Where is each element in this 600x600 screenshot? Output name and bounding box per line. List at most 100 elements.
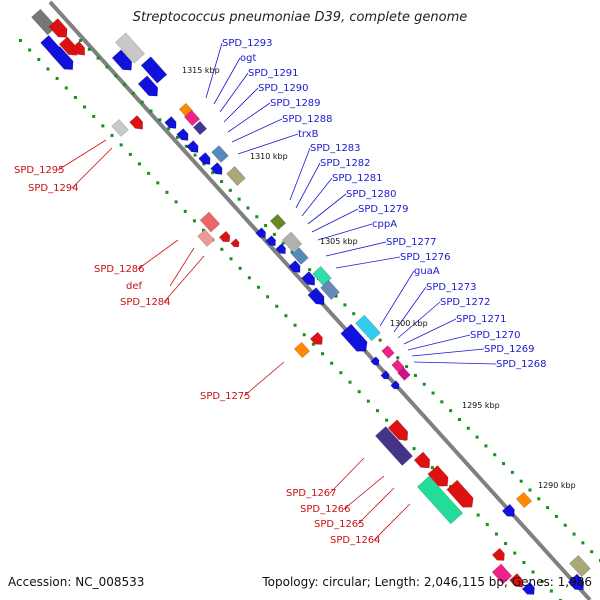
plus-gene-label[interactable]: SPD_1293 (222, 38, 273, 49)
tick-mark (466, 426, 470, 430)
minus-gene-label[interactable]: SPD_1275 (200, 391, 251, 402)
gene-feature[interactable] (192, 120, 208, 136)
gene-feature[interactable] (567, 573, 588, 594)
gene-feature[interactable] (137, 75, 162, 100)
plus-gene-label[interactable]: SPD_1288 (282, 114, 333, 125)
gene-feature[interactable] (230, 238, 242, 250)
gene-feature[interactable] (509, 573, 527, 590)
plus-gene-label[interactable]: SPD_1290 (258, 83, 309, 94)
label-leader (71, 147, 113, 189)
gene-feature[interactable] (291, 247, 309, 265)
gene-feature[interactable] (186, 140, 202, 156)
gene-labels[interactable]: SPD_1293ogtSPD_1291SPD_1290SPD_1289SPD_1… (14, 38, 547, 546)
plus-gene-label[interactable]: guaA (414, 266, 440, 277)
gene-feature[interactable] (380, 370, 392, 382)
gene-feature[interactable] (340, 323, 371, 356)
plus-gene-label[interactable]: SPD_1277 (386, 237, 437, 248)
gene-feature[interactable] (320, 280, 340, 300)
gene-feature[interactable] (281, 231, 303, 253)
gene-feature[interactable] (111, 119, 129, 137)
minus-gene-label[interactable]: SPD_1294 (28, 183, 79, 194)
gene-feature[interactable] (416, 475, 464, 525)
gene-feature[interactable] (129, 115, 147, 132)
gene-feature[interactable] (381, 345, 395, 359)
gene-feature[interactable] (413, 451, 434, 472)
gene-feature[interactable] (226, 166, 246, 186)
map-title: Streptococcus pneumoniae D39, complete g… (132, 10, 468, 25)
plus-gene-label[interactable]: cppA (372, 219, 397, 230)
gene-feature[interactable] (491, 547, 507, 564)
plus-gene-label[interactable]: SPD_1281 (332, 173, 383, 184)
tick-mark (272, 232, 276, 236)
gene-feature[interactable] (293, 341, 311, 359)
plus-gene-label[interactable]: SPD_1268 (496, 359, 547, 370)
plus-gene-label[interactable]: SPD_1280 (346, 189, 397, 200)
gene-feature[interactable] (115, 32, 145, 64)
tick-mark (175, 135, 179, 139)
plus-gene-label[interactable]: SPD_1271 (456, 314, 507, 325)
gene-feature[interactable] (307, 287, 328, 309)
gene-feature[interactable] (210, 162, 226, 178)
gene-feature[interactable] (521, 581, 537, 598)
gene-feature[interactable] (255, 227, 269, 241)
minus-gene-label[interactable]: SPD_1286 (94, 264, 145, 275)
gene-feature[interactable] (197, 229, 215, 247)
gene-feature[interactable] (198, 152, 214, 168)
gene-feature[interactable] (288, 260, 304, 276)
plus-gene-label[interactable]: SPD_1282 (320, 158, 371, 169)
plus-gene-label[interactable]: SPD_1283 (310, 143, 361, 154)
gene-feature[interactable] (387, 419, 412, 444)
gene-feature[interactable] (164, 116, 180, 132)
minus-gene-label[interactable]: def (126, 281, 143, 292)
plus-gene-label[interactable]: SPD_1279 (358, 204, 409, 215)
plus-gene-label[interactable]: SPD_1291 (248, 68, 299, 79)
plus-gene-label[interactable]: SPD_1273 (426, 282, 477, 293)
gene-feature[interactable] (370, 356, 382, 368)
gene-feature[interactable] (111, 49, 136, 74)
minus-gene-label[interactable]: SPD_1264 (330, 535, 381, 546)
plus-gene-label[interactable]: SPD_1276 (400, 252, 451, 263)
gene-feature[interactable] (31, 8, 57, 36)
gene-feature[interactable] (269, 213, 287, 231)
gene-features[interactable] (31, 8, 591, 598)
tick-mark (590, 550, 594, 554)
minus-gene-label[interactable]: SPD_1295 (14, 165, 65, 176)
gene-feature[interactable] (50, 45, 77, 73)
plus-gene-label[interactable]: SPD_1269 (484, 344, 535, 355)
tick-mark (321, 352, 325, 356)
gene-feature[interactable] (501, 503, 517, 520)
gene-feature[interactable] (176, 128, 192, 144)
gene-feature[interactable] (265, 235, 279, 249)
plus-gene-label[interactable]: ogt (240, 53, 256, 64)
plus-gene-label[interactable]: SPD_1270 (470, 330, 521, 341)
gene-feature[interactable] (309, 331, 325, 348)
gene-feature[interactable] (218, 230, 232, 244)
gene-feature[interactable] (301, 271, 319, 288)
minus-gene-label[interactable]: SPD_1266 (300, 504, 351, 515)
minus-gene-label[interactable]: SPD_1284 (120, 297, 171, 308)
gene-feature[interactable] (199, 211, 221, 233)
kbp-marker: 1300 kbp (390, 319, 428, 328)
gene-feature[interactable] (140, 56, 168, 84)
plus-gene-label[interactable]: SPD_1272 (440, 297, 491, 308)
gene-feature[interactable] (275, 243, 289, 257)
gene-feature[interactable] (71, 41, 89, 58)
tick-mark (366, 399, 370, 403)
gene-feature[interactable] (427, 465, 452, 490)
plus-gene-label[interactable]: trxB (298, 129, 319, 140)
gene-feature[interactable] (569, 554, 591, 578)
gene-feature[interactable] (397, 367, 411, 381)
gene-feature[interactable] (515, 491, 533, 509)
gene-feature[interactable] (491, 563, 513, 585)
plus-gene-label[interactable]: SPD_1289 (270, 98, 321, 109)
gene-feature[interactable] (390, 380, 402, 392)
minus-gene-label[interactable]: SPD_1265 (314, 519, 365, 530)
gene-feature[interactable] (355, 314, 381, 342)
gene-feature[interactable] (375, 426, 413, 466)
gene-feature[interactable] (48, 18, 71, 42)
gene-feature[interactable] (183, 109, 201, 127)
gene-feature[interactable] (446, 479, 477, 512)
minus-gene-label[interactable]: SPD_1267 (286, 488, 337, 499)
gene-feature[interactable] (211, 145, 229, 163)
